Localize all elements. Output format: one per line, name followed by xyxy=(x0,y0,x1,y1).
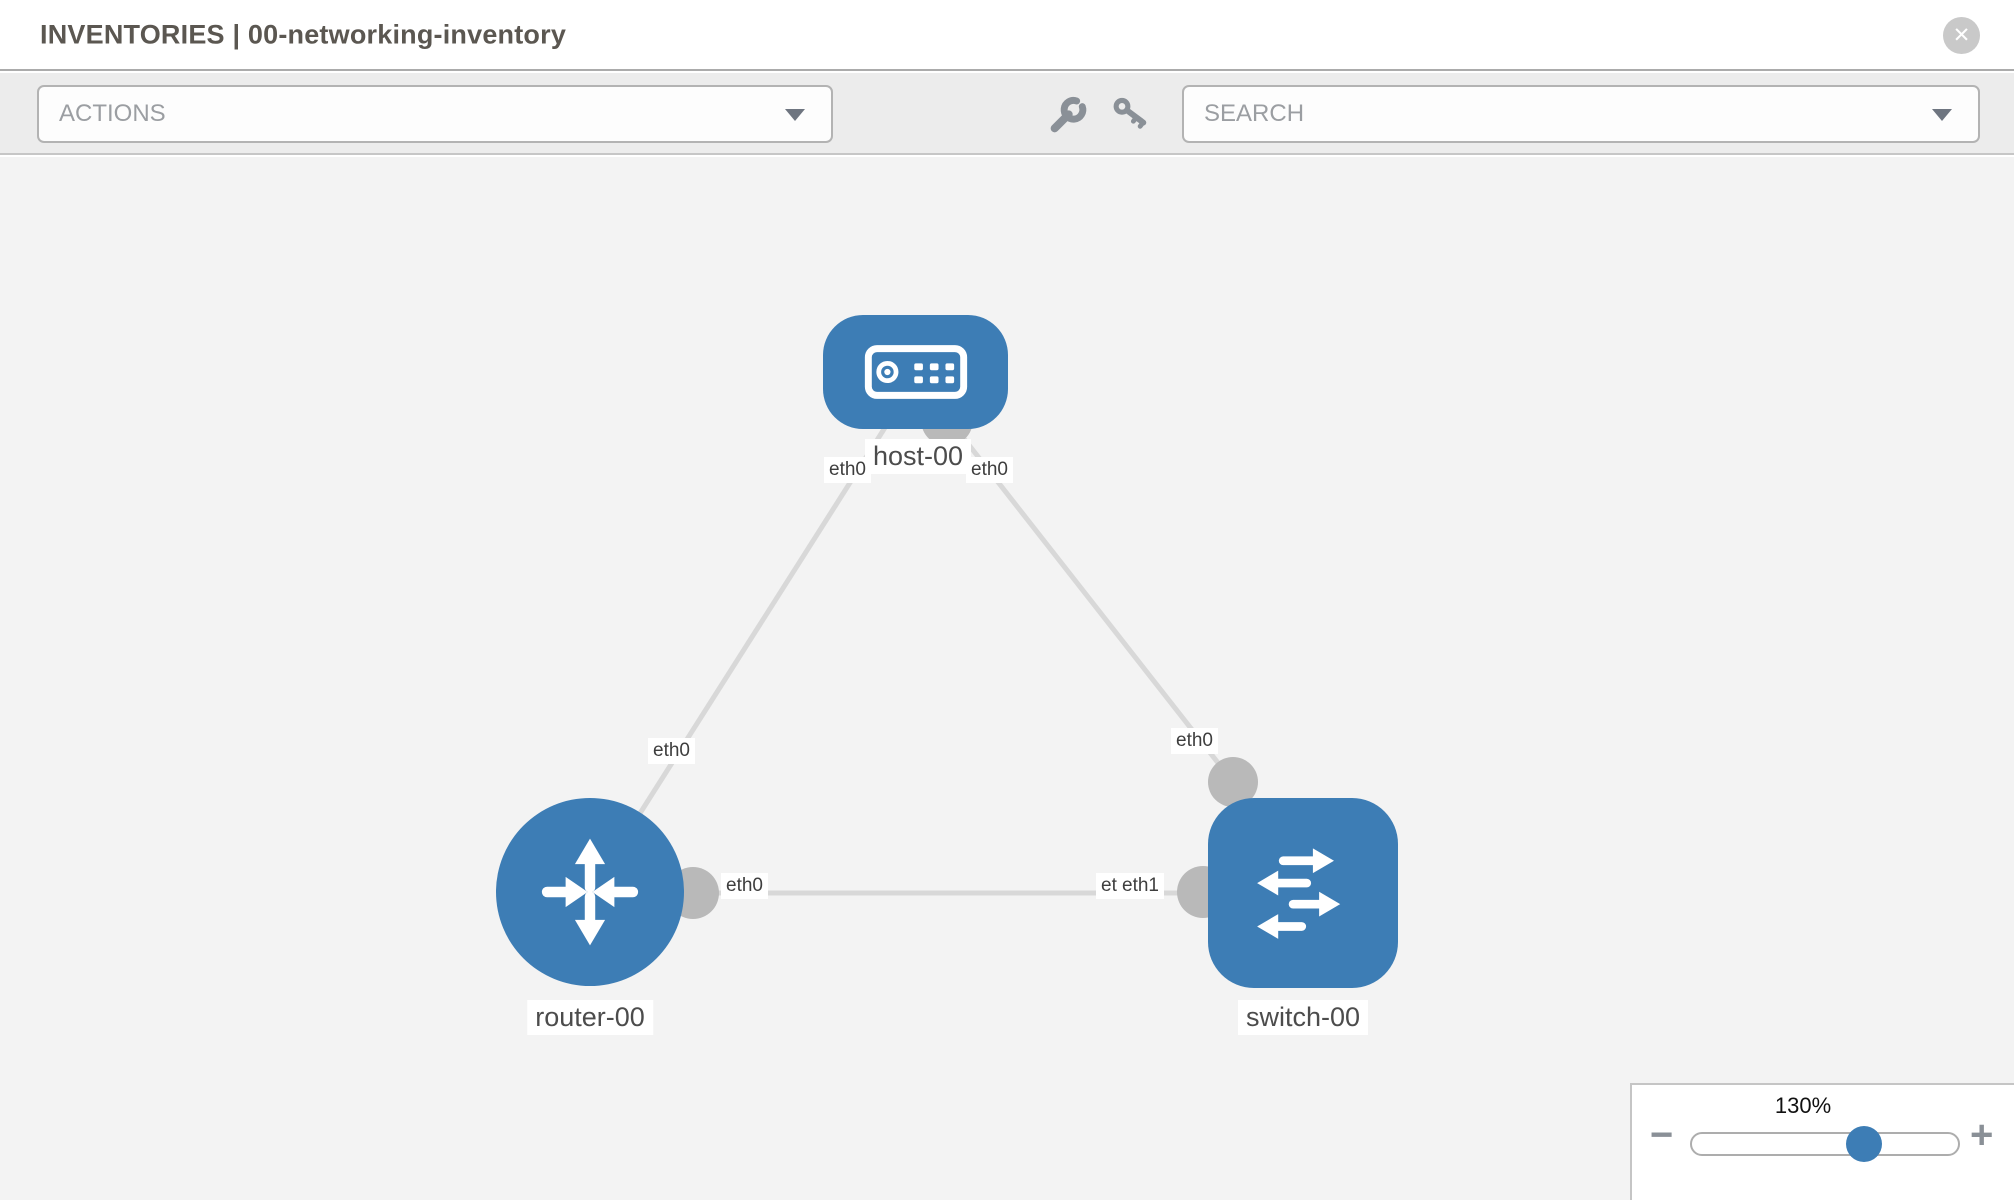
zoom-panel: 130% − + xyxy=(1630,1083,2014,1200)
node-host-00[interactable] xyxy=(823,315,1008,429)
connector-switch-topleft xyxy=(1208,757,1258,807)
zoom-slider-track[interactable] xyxy=(1690,1132,1960,1156)
interface-label-switch-eth1: eth1 xyxy=(1117,873,1164,899)
zoom-slider-handle[interactable] xyxy=(1846,1126,1882,1162)
search-dropdown-label: SEARCH xyxy=(1204,100,1305,127)
zoom-level-value: 130% xyxy=(1774,1093,1832,1118)
switch-arrows-icon xyxy=(1257,848,1341,939)
zoom-in-button[interactable]: + xyxy=(1970,1113,1994,1157)
header: INVENTORIES | 00-networking-inventory ✕ xyxy=(0,0,2014,71)
node-label-switch-00: switch-00 xyxy=(1237,1000,1369,1035)
search-dropdown[interactable]: SEARCH xyxy=(1182,85,1980,143)
router-arrows-icon xyxy=(541,838,639,946)
page-title: INVENTORIES | 00-networking-inventory xyxy=(40,19,567,49)
node-label-router-00: router-00 xyxy=(527,1000,653,1035)
interface-label-router-to-switch: eth0 xyxy=(721,873,768,899)
close-icon[interactable]: ✕ xyxy=(1943,17,1980,54)
zoom-out-button[interactable]: − xyxy=(1650,1113,1674,1157)
chevron-down-icon xyxy=(1932,109,1952,121)
node-label-host-00: host-00 xyxy=(864,439,972,474)
topology-canvas[interactable]: host-00 router-00 switch-00 eth0 eth0 et… xyxy=(0,157,2014,1200)
node-switch-00[interactable] xyxy=(1208,798,1398,988)
node-router-00[interactable] xyxy=(496,798,684,986)
actions-dropdown[interactable]: ACTIONS xyxy=(37,85,833,143)
close-glyph: ✕ xyxy=(1952,24,1971,47)
key-icon[interactable] xyxy=(1112,95,1152,135)
chevron-down-icon xyxy=(785,109,805,121)
interface-label-router-to-host: eth0 xyxy=(648,738,695,764)
interface-label-host-to-router: eth0 xyxy=(824,457,871,483)
actions-dropdown-label: ACTIONS xyxy=(59,100,166,127)
wrench-icon[interactable] xyxy=(1048,95,1088,135)
interface-label-host-to-switch: eth0 xyxy=(966,457,1013,483)
edges-layer xyxy=(587,394,1258,919)
interface-label-switch-to-host: eth0 xyxy=(1171,728,1218,754)
host-device-icon xyxy=(864,345,967,399)
toolbar: ACTIONS SEARCH xyxy=(0,73,2014,155)
